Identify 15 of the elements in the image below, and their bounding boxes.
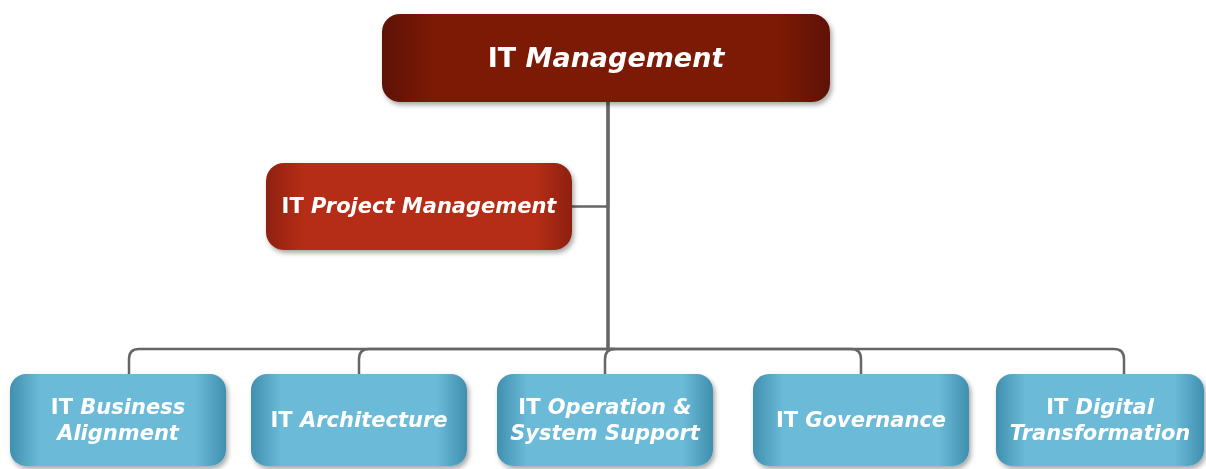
org-box [10,374,226,466]
org-box [996,374,1204,466]
box-title: IT Project Management [281,193,557,220]
box-title: IT Management [487,41,725,75]
box-title: IT Operation & System Support [509,393,702,447]
box-title: IT Digital Transformation [1008,393,1192,447]
org-box [251,374,467,466]
box-title: IT Governance [775,406,947,434]
org-box [382,14,830,102]
org-box [753,374,969,466]
connector-line [606,102,1126,374]
box-title: IT Architecture [270,406,448,434]
org-box [497,374,713,466]
box-title: IT Business Alignment [49,393,187,447]
org-box [266,163,572,250]
